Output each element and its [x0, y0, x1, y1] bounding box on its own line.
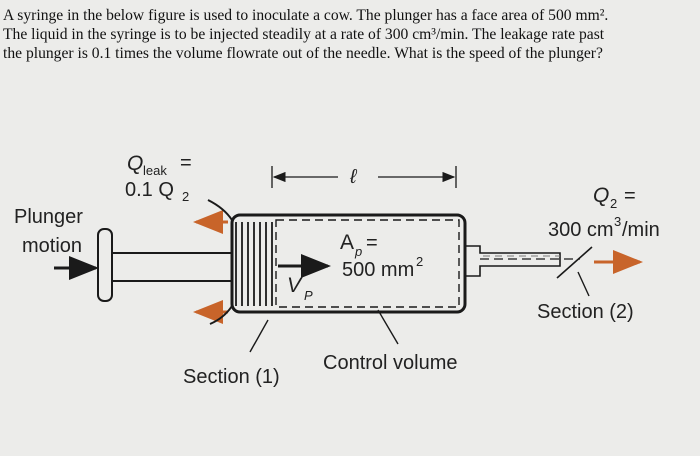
qleak-label: Q leak = 0.1 Q 2 — [125, 152, 192, 204]
qleak-eq: = — [180, 152, 192, 174]
section-1-cut-bottom — [209, 305, 233, 325]
q2-value: 300 cm — [548, 219, 614, 241]
qleak-q: Q — [127, 152, 143, 175]
control-volume-leader — [377, 309, 399, 345]
length-label: ℓ — [349, 166, 358, 188]
section-2-label: Section (2) — [537, 301, 634, 323]
ap-eq: = — [366, 232, 378, 254]
plunger-face — [235, 222, 273, 306]
ap-sup: 2 — [416, 254, 423, 269]
control-volume-box — [275, 219, 460, 308]
section-1-label: Section (1) — [183, 366, 280, 388]
section-1-cut-top — [207, 199, 233, 221]
ap-label: A — [340, 231, 354, 254]
qleak-sub: leak — [143, 163, 167, 178]
section-2-cut — [556, 246, 593, 279]
section-2-leader — [577, 271, 590, 297]
plunger-label-1: Plunger — [14, 206, 83, 228]
control-volume-label: Control volume — [323, 352, 458, 374]
q2-unit: /min — [622, 219, 660, 241]
q2-label: Q — [593, 184, 609, 207]
q2-sup: 3 — [614, 214, 621, 229]
problem-statement: A syringe in the below figure is used to… — [3, 6, 697, 63]
q2-sub: 2 — [610, 196, 617, 211]
problem-line-1: A syringe in the below figure is used to… — [3, 7, 609, 24]
vp-label: V — [287, 274, 303, 297]
vp-sub: P — [304, 288, 313, 303]
qleak-value: 0.1 Q — [125, 179, 174, 201]
qleak-value-sub: 2 — [182, 189, 189, 204]
ap-value: 500 mm — [342, 259, 414, 281]
ap-sub: p — [354, 244, 362, 259]
plunger-rod — [111, 252, 233, 282]
syringe-nozzle — [464, 245, 561, 277]
length-dimension: ℓ — [271, 166, 457, 188]
q2-eq: = — [624, 185, 636, 207]
section-1-leader — [249, 319, 269, 353]
problem-line-2: The liquid in the syringe is to be injec… — [3, 26, 605, 43]
problem-line-3: the plunger is 0.1 times the volume flow… — [3, 45, 603, 62]
plunger-label-2: motion — [22, 235, 82, 257]
plunger-handle — [97, 228, 113, 302]
